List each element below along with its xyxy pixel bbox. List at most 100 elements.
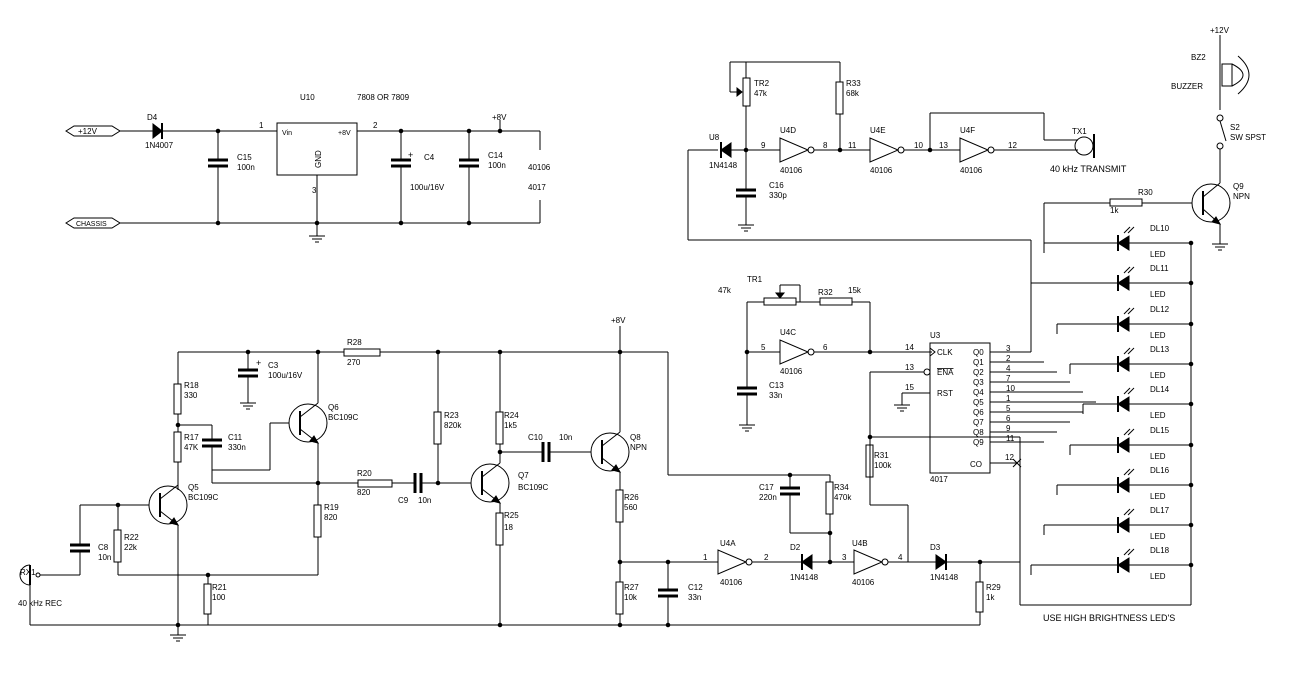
r25-ref: R25 — [504, 511, 519, 520]
c17-ref: C17 — [759, 483, 774, 492]
u4e-value: 40106 — [870, 166, 893, 175]
d3-value: 1N4148 — [930, 573, 959, 582]
led-symbol — [1117, 235, 1130, 251]
r20-value: 820 — [357, 488, 371, 497]
u4d-pin8: 8 — [823, 141, 828, 150]
r28-ref: R28 — [347, 338, 362, 347]
u3-co-pin: CO — [970, 460, 982, 469]
receiver-rail-label: +8V — [611, 316, 626, 325]
r29-value: 1k — [986, 593, 995, 602]
led-value: LED — [1150, 371, 1166, 380]
u3-output-q1: Q1 — [973, 358, 984, 367]
c3-value: 100u/16V — [268, 371, 303, 380]
led-emission-arrow — [1123, 468, 1131, 476]
u4a-ref: U4A — [720, 539, 736, 548]
u4b-schmitt-inverter — [853, 549, 884, 575]
c4-ref: C4 — [424, 153, 435, 162]
u4d-ref: U4D — [780, 126, 796, 135]
led-junction — [1188, 442, 1194, 448]
tr2-ref: TR2 — [754, 79, 770, 88]
tr2-value: 47k — [754, 89, 768, 98]
rx1-ref: RX1 — [20, 568, 36, 577]
u3-output-pin-q2: 4 — [1006, 364, 1011, 373]
led-value: LED — [1150, 532, 1166, 541]
u10-vin: Vin — [282, 130, 292, 137]
u3-output-pin-q6: 5 — [1006, 404, 1011, 413]
c17-value: 220n — [759, 493, 777, 502]
u4a-schmitt-inverter — [717, 549, 748, 575]
led-emission-arrow — [1127, 468, 1135, 476]
led-emission-arrow — [1123, 387, 1131, 395]
s2-ref: S2 — [1230, 123, 1240, 132]
r29-ref: R29 — [986, 583, 1001, 592]
c14-ref: C14 — [488, 151, 503, 160]
r32-ref: R32 — [818, 288, 833, 297]
led-value: LED — [1150, 492, 1166, 501]
led-junction — [1188, 280, 1194, 286]
r26-value: 560 — [624, 503, 638, 512]
u3-output-q3: Q3 — [973, 378, 984, 387]
q8-value: NPN — [630, 443, 647, 452]
r30-ref: R30 — [1138, 188, 1153, 197]
led-value: LED — [1150, 572, 1166, 581]
ic-4017-label: 4017 — [528, 183, 546, 192]
led-emission-arrow — [1123, 508, 1131, 516]
u4e-schmitt-inverter — [869, 137, 900, 163]
c11-ref: C11 — [228, 433, 243, 442]
u3-output-pin-q9: 11 — [1006, 434, 1015, 443]
clock-oscillator-section: TR1 47k R32 15k 5 U4C 40106 6 C13 33n — [718, 275, 932, 432]
c15-value: 100n — [237, 163, 255, 172]
led-symbol — [1117, 437, 1130, 453]
c8-value: 10n — [98, 553, 111, 562]
u3-output-q8: Q8 — [973, 428, 984, 437]
u3-output-q6: Q6 — [973, 408, 984, 417]
c11-value: 330n — [228, 443, 246, 452]
led-value: LED — [1150, 250, 1166, 259]
r24-ref: R24 — [504, 411, 519, 420]
q6-value: BC109C — [328, 413, 358, 422]
u4b-value: 40106 — [852, 578, 875, 587]
u3-ena-num: 13 — [905, 363, 914, 372]
led-ref: DL10 — [1150, 224, 1170, 233]
receiver-section: R28 270 +8V + C3 100u/16V R18 330 R17 47… — [18, 316, 1021, 642]
u4f-ref: U4F — [960, 126, 975, 135]
u10-ref: U10 — [300, 93, 315, 102]
c14-value: 100n — [488, 161, 506, 170]
led-emission-arrow — [1123, 307, 1131, 315]
c4-value: 100u/16V — [410, 183, 445, 192]
u4f-pin12: 12 — [1008, 141, 1017, 150]
led-array: DL10LEDDL11LEDDL12LEDDL13LEDDL14LEDDL15L… — [1030, 224, 1194, 581]
bz2-value: BUZZER — [1171, 82, 1203, 91]
r25-resistor — [495, 512, 504, 546]
q7-ref: Q7 — [518, 471, 529, 480]
led-ref: DL13 — [1150, 345, 1170, 354]
r21-resistor — [203, 583, 212, 615]
led-emission-arrow — [1127, 428, 1135, 436]
r23-resistor — [433, 411, 442, 445]
c12-value: 33n — [688, 593, 701, 602]
d4-ref: D4 — [147, 113, 158, 122]
d2-ref: D2 — [790, 543, 801, 552]
tx1-ref: TX1 — [1072, 127, 1087, 136]
u4d-schmitt-inverter — [779, 137, 810, 163]
u4c-value: 40106 — [780, 367, 803, 376]
tr1-value: 47k — [718, 286, 732, 295]
led-emission-arrow — [1127, 307, 1135, 315]
r18-ref: R18 — [184, 381, 199, 390]
u10-gnd: GND — [314, 150, 323, 168]
buzzer-section: +12V BZ2 BUZZER S2 SW SPST Q9 NPN R30 1k — [1043, 26, 1266, 251]
u4c-pin5: 5 — [761, 343, 766, 352]
led-emission-arrow — [1123, 548, 1131, 556]
led-ref: DL12 — [1150, 305, 1170, 314]
led-emission-arrow — [1127, 226, 1135, 234]
led-emission-arrow — [1127, 548, 1135, 556]
u3-output-pin-q7: 6 — [1006, 414, 1011, 423]
c13-ref: C13 — [769, 381, 784, 390]
reg-pin2: 2 — [373, 121, 378, 130]
